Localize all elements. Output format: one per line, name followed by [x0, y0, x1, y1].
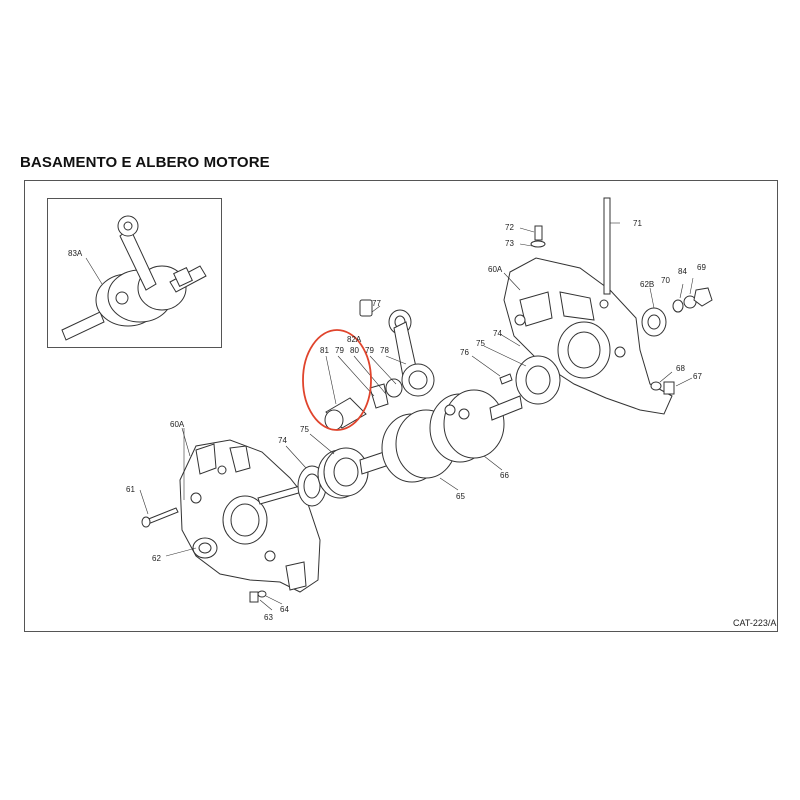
fitting-72-drawing	[530, 225, 546, 248]
catalog-code: CAT-223/A	[733, 618, 777, 628]
label-62: 62	[152, 554, 161, 563]
label-75-right: 75	[476, 339, 485, 348]
label-80: 80	[350, 346, 359, 355]
label-72: 72	[505, 223, 514, 232]
label-68: 68	[676, 364, 685, 373]
label-71: 71	[633, 219, 642, 228]
label-64: 64	[280, 605, 289, 614]
diagram-frame	[24, 180, 778, 632]
crank-pin-drawing	[324, 397, 367, 431]
label-79-a: 79	[335, 346, 344, 355]
label-78: 78	[380, 346, 389, 355]
label-60A-left: 60A	[170, 420, 185, 429]
label-70: 70	[661, 276, 670, 285]
right-crankcase-drawing	[503, 257, 673, 415]
label-74-left: 74	[278, 436, 287, 445]
stud-71-drawing	[603, 197, 611, 295]
label-82A: 82A	[347, 335, 362, 344]
crankshaft-halves-drawing	[359, 389, 523, 483]
left-crankcase-drawing	[179, 439, 321, 593]
label-73: 73	[505, 239, 514, 248]
label-77: 77	[372, 299, 381, 308]
connecting-rod-drawing	[359, 299, 435, 409]
left-bearing-drawing	[297, 447, 369, 507]
page-title: BASAMENTO E ALBERO MOTORE	[20, 154, 270, 171]
label-81: 81	[320, 346, 329, 355]
label-74-right: 74	[493, 329, 502, 338]
label-75-left: 75	[300, 425, 309, 434]
label-63: 63	[264, 613, 273, 622]
label-79-b: 79	[365, 346, 374, 355]
part-number-labels: 83A 72 73 71 60A 62B 70 84 69 77 82A 81 …	[68, 219, 706, 622]
label-67: 67	[693, 372, 702, 381]
label-60A-right: 60A	[488, 265, 503, 274]
screw-63-drawing	[249, 590, 267, 603]
label-84: 84	[678, 267, 687, 276]
plug-67-drawing	[650, 381, 675, 395]
label-62B: 62B	[640, 280, 654, 289]
seal-and-nut-drawing	[641, 287, 713, 337]
key-76-drawing	[499, 373, 513, 385]
label-76: 76	[460, 348, 469, 357]
label-69: 69	[697, 263, 706, 272]
label-83A: 83A	[68, 249, 83, 258]
label-66: 66	[500, 471, 509, 480]
label-65: 65	[456, 492, 465, 501]
label-61: 61	[126, 485, 135, 494]
inset-crankshaft-drawing	[61, 215, 207, 341]
screw-61-drawing	[141, 507, 179, 528]
highlight-circle	[302, 329, 372, 431]
